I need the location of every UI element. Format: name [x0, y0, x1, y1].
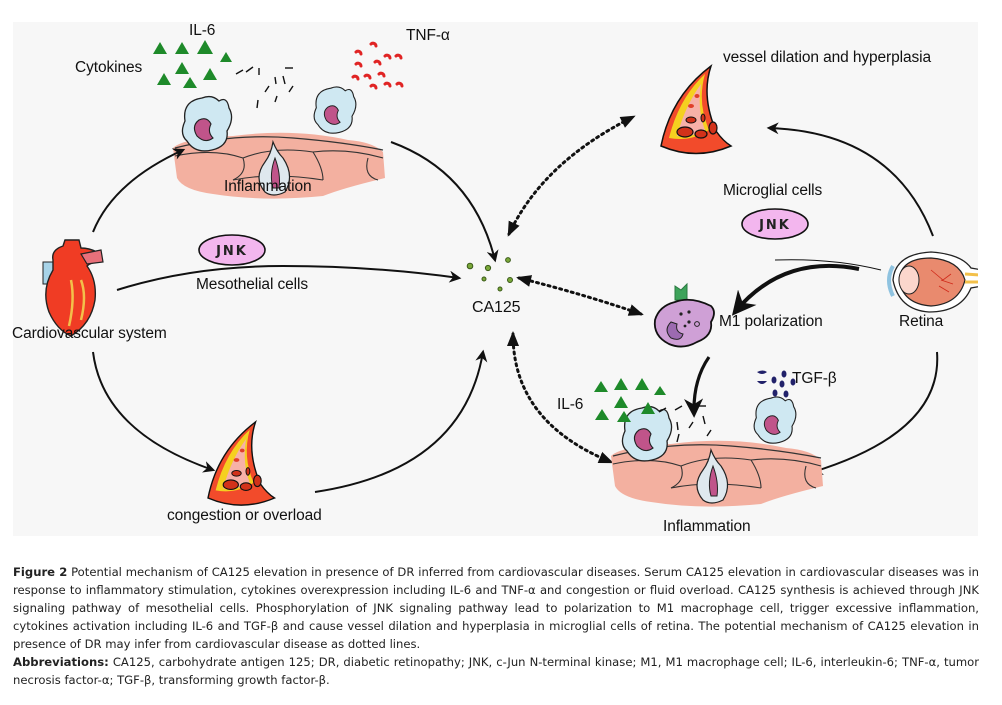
vessel-illustration-congestion [207, 421, 276, 506]
cytokine-dashes-bottom [658, 405, 712, 443]
il6-triangles-top [153, 40, 232, 88]
tgf-droplets [757, 370, 796, 398]
label-inflammation-bottom: Inflammation [663, 518, 751, 535]
label-cytokines: Cytokines [75, 59, 143, 76]
label-inflammation-top: Inflammation [224, 178, 312, 195]
label-congestion-overload: congestion or overload [167, 507, 322, 524]
caption-paragraph: Figure 2 Potential mechanism of CA125 el… [13, 563, 979, 653]
arrow-heart-to-congestion [92, 351, 216, 473]
label-tnf-alpha: TNF-α [406, 27, 450, 44]
jnk-right-text: JNK [758, 218, 791, 233]
arrow-retina-to-inflammation [810, 351, 939, 475]
arrow-heart-to-ca125-via-jnk [116, 264, 462, 291]
label-mesothelial-cells: Mesothelial cells [196, 276, 309, 293]
ca125-molecules [466, 257, 513, 292]
jnk-badge-right: JNK [741, 208, 809, 240]
vessel-illustration-retina [660, 65, 732, 155]
caption-title: Figure 2 [13, 565, 68, 579]
label-m1-polarization: M1 polarization [719, 313, 823, 330]
arrow-congestion-to-ca125 [314, 349, 488, 493]
arrow-m1-to-inflammation [683, 356, 711, 418]
inflammation-illustration-top [172, 86, 386, 200]
label-cardiovascular-system: Cardiovascular system [12, 325, 167, 342]
il6-triangles-bottom [594, 378, 666, 422]
line-retina-to-jnk [774, 259, 882, 271]
jnk-badge-left: JNK [198, 234, 266, 266]
mechanism-diagram: JNK JNK [12, 22, 978, 536]
heart-illustration [42, 239, 104, 337]
label-il6-top: IL-6 [189, 22, 216, 39]
figure-caption: Figure 2 Potential mechanism of CA125 el… [13, 563, 979, 689]
arrow-retina-to-m1 [731, 263, 860, 316]
dotted-arrow-ca125-m1 [516, 275, 644, 316]
jnk-left-text: JNK [215, 244, 248, 259]
arrow-retina-to-vessel [766, 122, 934, 237]
abbreviations-paragraph: Abbreviations: CA125, carbohydrate antig… [13, 653, 979, 689]
eye-illustration [887, 251, 978, 313]
m1-macrophage-illustration [653, 282, 715, 348]
dotted-arrow-ca125-inflammation [507, 331, 614, 464]
label-il6-bottom: IL-6 [557, 396, 584, 413]
label-retina: Retina [899, 313, 944, 330]
label-microglial-cells: Microglial cells [723, 182, 823, 199]
inflammation-illustration-bottom [610, 396, 824, 508]
caption-text: Potential mechanism of CA125 elevation i… [13, 565, 979, 651]
arrow-inflammation-to-ca125 [390, 141, 499, 263]
dotted-arrow-ca125-vessel [507, 115, 636, 237]
diagram-canvas: JNK JNK [42, 40, 978, 508]
abbreviations-title: Abbreviations: [13, 655, 109, 669]
arrow-heart-to-inflammation [92, 148, 186, 233]
label-tgf-beta: TGF-β [792, 370, 837, 387]
cytokine-dashes-top [235, 66, 294, 109]
label-vessel-dilation: vessel dilation and hyperplasia [723, 49, 932, 66]
label-ca125: CA125 [472, 299, 521, 316]
tnf-arcs [351, 41, 404, 90]
abbreviations-text: CA125, carbohydrate antigen 125; DR, dia… [13, 655, 979, 687]
